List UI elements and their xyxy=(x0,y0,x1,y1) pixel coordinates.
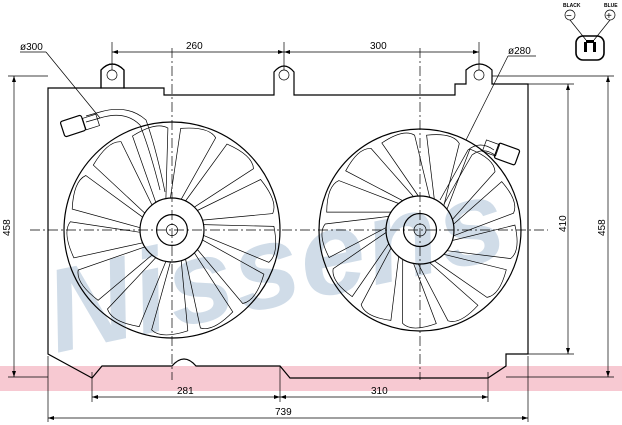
right-fan-blade xyxy=(426,134,460,206)
connector-wire-right-label: BLUE xyxy=(604,3,618,9)
left-height-dimension: 458 xyxy=(2,219,13,236)
left-fan-blade xyxy=(197,179,275,221)
right-mount-hole xyxy=(473,69,485,81)
top-right-dimension: 300 xyxy=(370,41,387,52)
left-fan-hub-ring xyxy=(139,197,205,263)
right-fan-diameter-label: ø280 xyxy=(508,46,531,57)
right-fan-connector xyxy=(493,142,521,166)
top-left-dimension: 260 xyxy=(186,41,203,52)
right-fan-motor xyxy=(402,212,438,248)
right-fan xyxy=(318,128,522,332)
connector-wire-left-label: BLACK xyxy=(563,3,581,9)
left-fan-wire-2 xyxy=(85,109,166,193)
left-fan-blade xyxy=(170,127,217,200)
right-fan-hub-ring xyxy=(385,195,455,265)
watermark-text: Nissens xyxy=(34,152,518,378)
right-fan-blade xyxy=(417,262,479,322)
negative-symbol: − xyxy=(566,11,572,22)
left-fan-motor xyxy=(156,214,189,247)
left-fan-blade xyxy=(107,257,167,327)
left-fan-blade xyxy=(66,221,143,259)
left-fan-blade xyxy=(185,252,234,329)
positive-symbol: + xyxy=(606,11,612,22)
connector-key xyxy=(586,40,594,43)
left-fan xyxy=(63,121,281,339)
right-fan-blade xyxy=(321,216,389,258)
right-fan-connector-latch xyxy=(481,139,501,157)
connector-wire-right xyxy=(593,19,611,41)
right-fan-blade xyxy=(381,132,431,198)
connector-pin-right xyxy=(593,42,596,52)
right-fan-outer-ring xyxy=(318,128,522,332)
left-fan-blade xyxy=(203,224,277,263)
center-mount-hole xyxy=(278,69,290,81)
connector-housing-icon xyxy=(575,35,605,61)
connector-pin-left xyxy=(584,42,587,52)
right-fan-wire xyxy=(439,144,495,201)
connector-wire-left xyxy=(569,19,587,41)
left-fan-connector xyxy=(59,114,87,138)
left-fan-blade xyxy=(92,141,153,214)
left-fan-outer-ring xyxy=(63,121,281,339)
left-fan-blade xyxy=(71,175,143,229)
right-fan-blade xyxy=(332,232,390,298)
right-fan-blade xyxy=(446,148,496,220)
bottom-left-dimension: 281 xyxy=(177,386,194,397)
left-mount-hole xyxy=(106,69,118,81)
right-fan-blade xyxy=(402,259,437,329)
right-fan-blade xyxy=(360,247,400,321)
bottom-right-dimension: 310 xyxy=(371,386,388,397)
left-fan-blade xyxy=(77,246,153,301)
right-fan-blade xyxy=(345,148,414,202)
right-fan-blade xyxy=(446,224,518,259)
right-inner-height-dimension: 410 xyxy=(558,215,569,232)
right-fan-shaft xyxy=(413,223,427,237)
right-fan-blade xyxy=(326,180,399,213)
connector-pinout-diagram: BLACK BLUE − + xyxy=(563,3,618,61)
right-fan-blade xyxy=(453,181,516,237)
overall-width-dimension: 739 xyxy=(275,407,292,418)
left-fan-wire xyxy=(85,114,161,191)
left-fan-blade xyxy=(185,143,254,208)
right-diameter-leader-2 xyxy=(465,55,509,141)
right-fan-wire-2 xyxy=(443,150,497,205)
left-fan-blade xyxy=(197,239,265,304)
left-fan-blade xyxy=(132,125,169,203)
left-fan-shaft xyxy=(166,224,178,236)
left-fan-diameter-label: ø300 xyxy=(20,42,43,53)
left-mount-tab xyxy=(100,63,125,89)
right-fan-blade xyxy=(434,253,507,298)
left-diameter-leader-2 xyxy=(45,51,101,119)
left-fan-blade xyxy=(151,260,189,336)
right-outer-height-dimension: 458 xyxy=(597,219,608,236)
left-fan-connector-latch xyxy=(82,113,100,131)
